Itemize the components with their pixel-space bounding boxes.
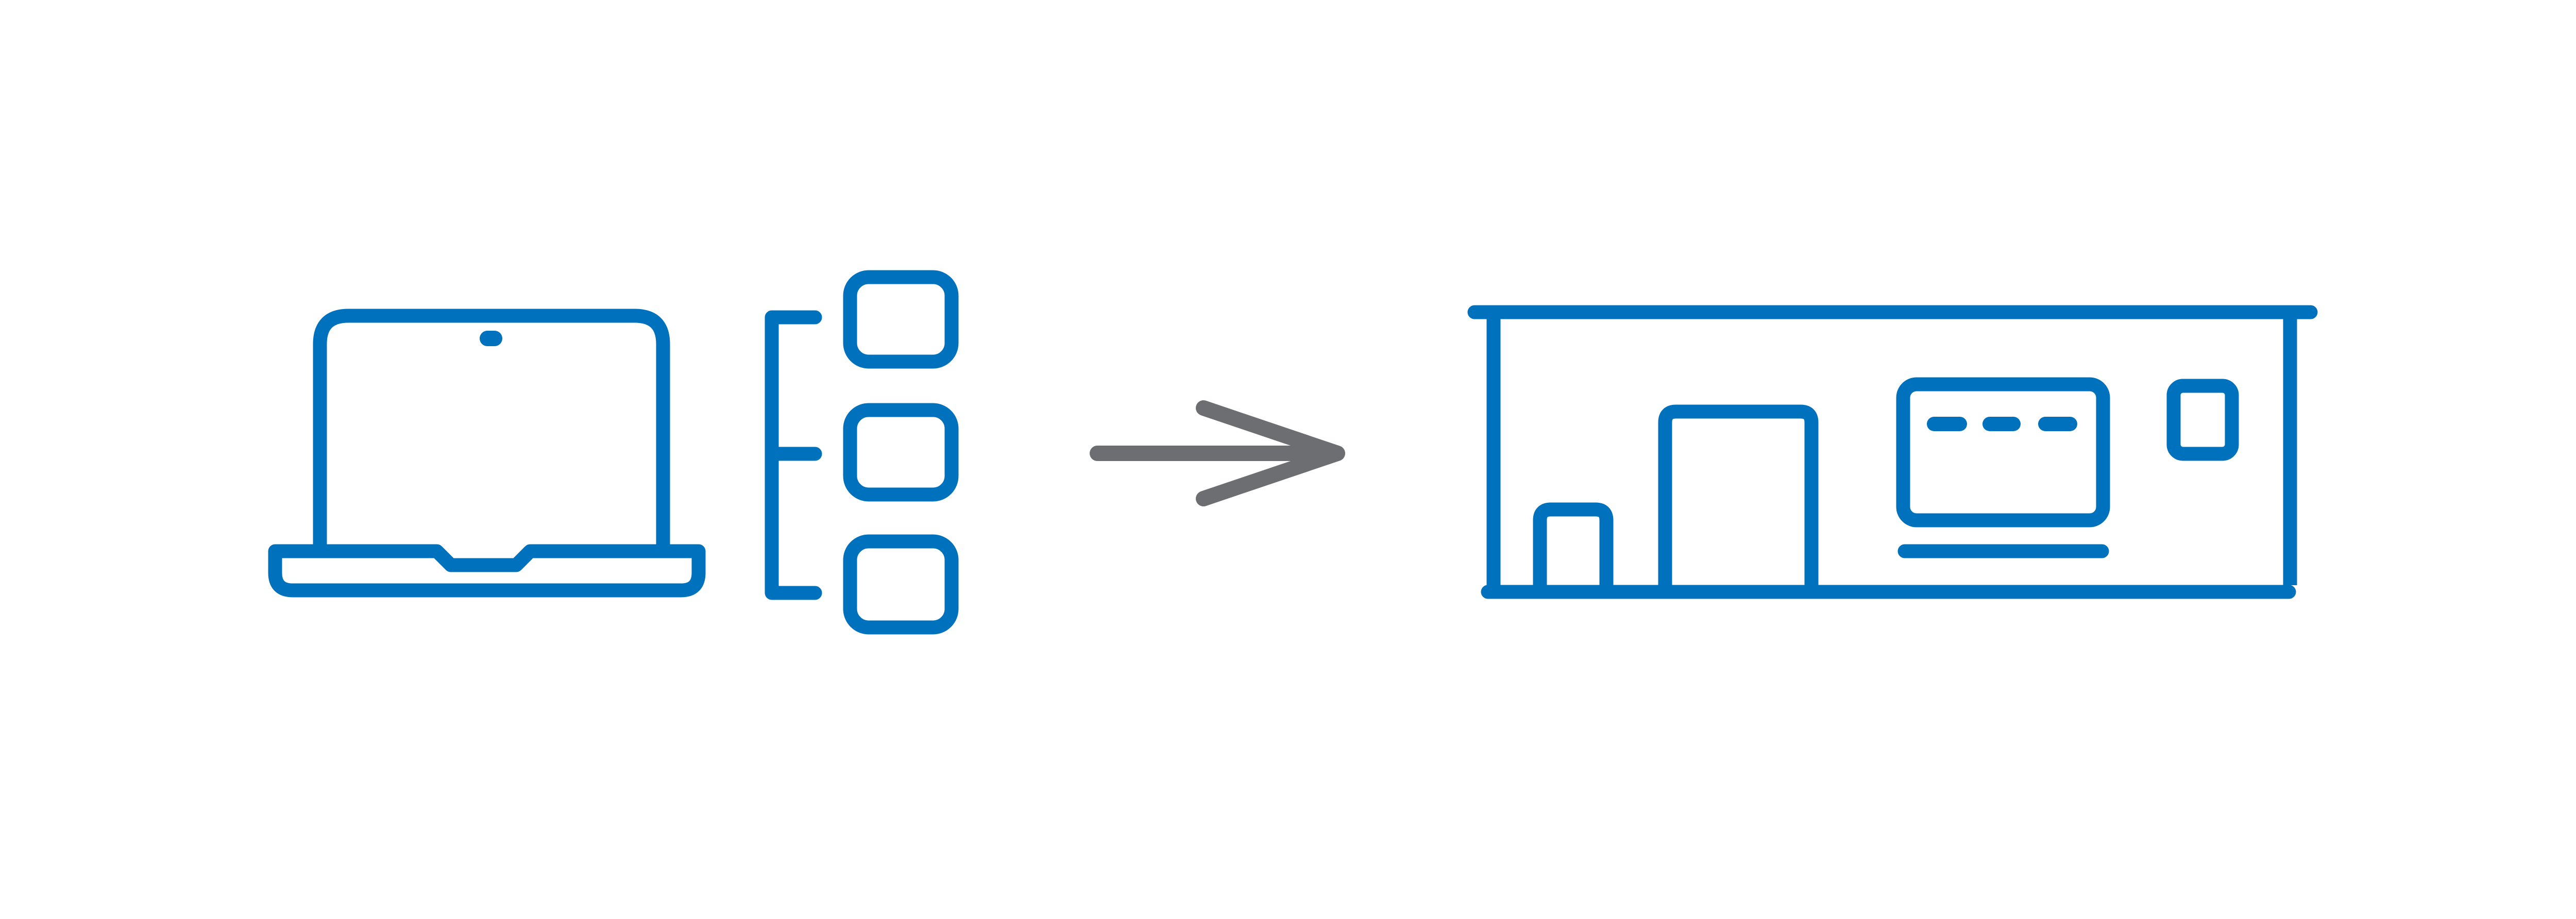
- sitemap-bracket: [765, 310, 822, 600]
- building-icon: [1467, 305, 2318, 599]
- sitemap-node-bottom: [843, 534, 959, 635]
- sitemap-node-top: [843, 270, 959, 369]
- building-window-dash-1: [1927, 417, 1967, 431]
- laptop-base: [268, 544, 706, 598]
- building-window-dash-2: [1982, 417, 2021, 431]
- building-vent: [2166, 379, 2239, 461]
- building-small-box: [1533, 502, 1614, 592]
- arrow-right-icon: [1090, 400, 1345, 506]
- building-door: [1658, 404, 1819, 592]
- sitemap-node-middle: [843, 403, 959, 502]
- sitemap-icon: [765, 270, 959, 635]
- laptop-screen: [313, 309, 670, 558]
- laptop-icon: [268, 309, 706, 598]
- building-window: [1896, 377, 2110, 527]
- laptop-camera-dot-icon: [480, 331, 502, 346]
- building-window-dash-3: [2038, 417, 2077, 431]
- arrow-head: [1196, 400, 1345, 506]
